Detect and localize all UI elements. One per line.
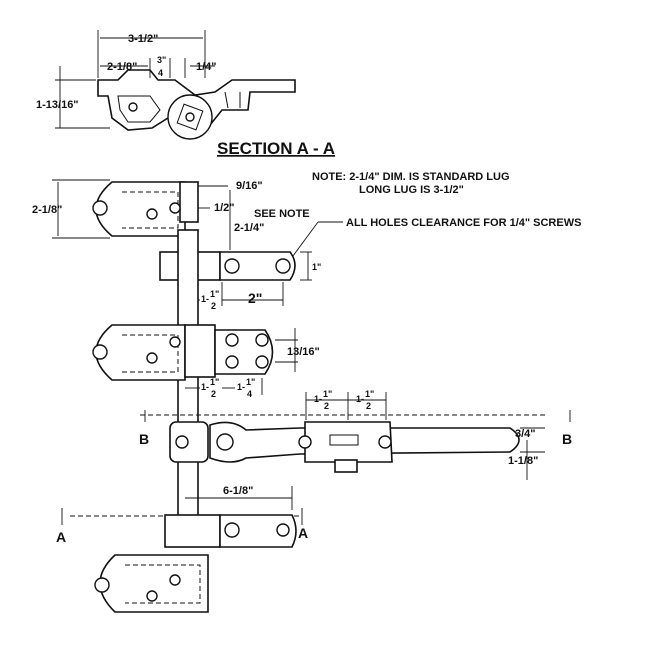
dim-one-half-den-2: 2 <box>211 389 216 399</box>
dim-top-offset: 2-1/8" <box>107 61 137 73</box>
dim-one-half-den-1: 2 <box>211 301 216 311</box>
dim-one-quarter-whole: 1- <box>237 382 245 392</box>
marker-a-left: A <box>56 529 66 545</box>
hinge-bottom <box>94 514 297 613</box>
dim-one-inch: 1" <box>312 262 321 272</box>
dim-one-half-den-4: 2 <box>366 401 371 411</box>
dim-one-half-whole-4: 1- <box>356 394 364 404</box>
dim-top-quarter: 1/4" <box>196 61 217 73</box>
dim-one-and-eighth: 1-1/8" <box>508 455 538 467</box>
marker-b-left: B <box>139 431 149 447</box>
dim-lug-standard: 2-1/4" <box>234 222 264 234</box>
dim-top-height: 1-13/16" <box>36 99 79 111</box>
dim-one-half-num-1: 1" <box>210 289 219 299</box>
dim-one-half-whole-2: 1- <box>201 382 209 392</box>
marker-b-right: B <box>562 431 572 447</box>
dim-one-quarter-den: 4 <box>247 389 252 399</box>
hinge-top <box>92 181 296 281</box>
dim-three-quarter: 3/4" <box>515 428 536 440</box>
section-title: SECTION A - A <box>217 139 335 158</box>
dim-hinge-height: 2-1/8" <box>32 204 62 216</box>
note-line-2: LONG LUG IS 3-1/2" <box>359 184 464 196</box>
dim-one-half-num-3: 1" <box>323 389 332 399</box>
dim-one-half-whole-1: 1- <box>201 294 209 304</box>
dim-thirteen-sixteenths: 13/16" <box>287 346 320 358</box>
locking-handle <box>169 421 520 473</box>
hinge-middle <box>92 324 274 381</box>
dim-one-half-num-4: 1" <box>365 389 374 399</box>
dim-top-width: 3-1/2" <box>128 33 158 45</box>
dim-nine-sixteenths: 9/16" <box>236 180 263 192</box>
dim-one-half-num-2: 1" <box>210 377 219 387</box>
holes-note: ALL HOLES CLEARANCE FOR 1/4" SCREWS <box>346 217 581 229</box>
section-a-a-view <box>97 69 296 140</box>
note-line-1: NOTE: 2-1/4" DIM. IS STANDARD LUG <box>312 171 510 183</box>
marker-a-right: A <box>298 525 308 541</box>
dim-two-inch: 2" <box>248 290 262 306</box>
dim-half: 1/2" <box>214 202 235 214</box>
dim-top-three-quarter-num: 3" <box>157 55 166 65</box>
dim-one-quarter-num: 1" <box>246 377 255 387</box>
dim-top-three-quarter-den: 4 <box>158 68 163 78</box>
see-note-label: SEE NOTE <box>254 208 310 220</box>
dim-six-and-eighth: 6-1/8" <box>223 485 253 497</box>
dim-one-half-whole-3: 1- <box>314 394 322 404</box>
dim-one-half-den-3: 2 <box>324 401 329 411</box>
